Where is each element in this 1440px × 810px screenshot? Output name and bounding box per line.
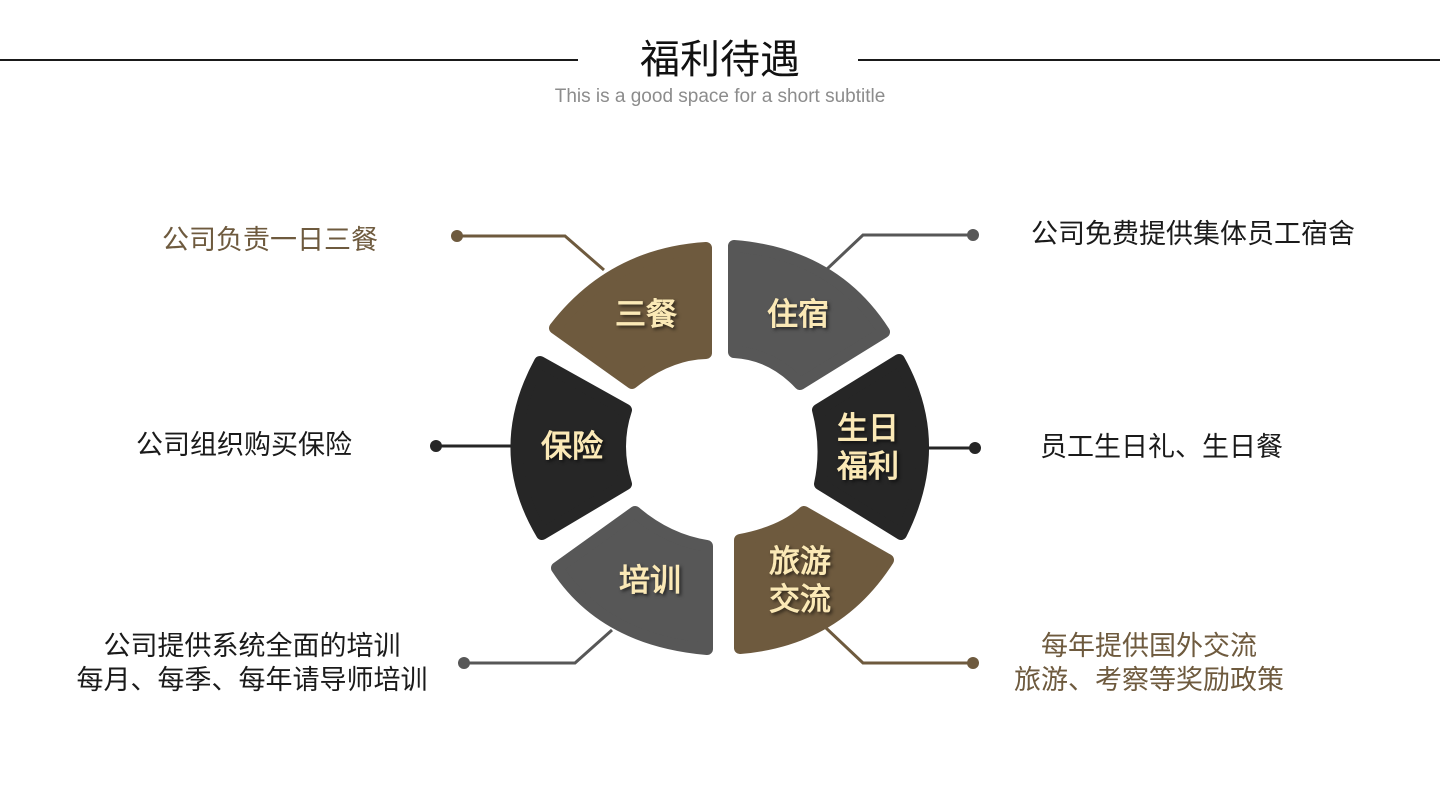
description-training-line2: 每月、每季、每年请导师培训 — [76, 665, 428, 696]
segment-label-birthday-line1: 生日 — [837, 411, 899, 447]
page-title: 福利待遇 — [640, 37, 800, 83]
header-rule-left — [0, 59, 578, 61]
connector-meals — [457, 234, 605, 272]
segment-housing — [728, 240, 890, 390]
segment-label-birthday-line2: 福利 — [837, 449, 899, 485]
segment-travel — [734, 506, 894, 654]
connector-training — [464, 628, 613, 665]
segment-label-housing: 住宿 — [767, 297, 829, 333]
connector-housing — [824, 233, 973, 272]
page-subtitle: This is a good space for a short subtitl… — [554, 86, 886, 107]
description-insurance: 公司组织购买保险 — [136, 430, 352, 461]
description-training-line1: 公司提供系统全面的培训 — [103, 631, 401, 662]
dot-insurance — [430, 440, 442, 452]
segment-label-travel: 旅游 交流 — [750, 543, 850, 619]
segment-label-insurance: 保险 — [541, 429, 603, 465]
segment-label-travel-line2: 交流 — [769, 582, 831, 618]
description-travel-line1: 每年提供国外交流 — [1041, 631, 1257, 662]
segment-label-meals: 三餐 — [615, 297, 677, 333]
dot-training — [458, 657, 470, 669]
description-birthday: 员工生日礼、生日餐 — [1040, 432, 1283, 463]
description-housing: 公司免费提供集体员工宿舍 — [1031, 219, 1355, 250]
dot-travel — [967, 657, 979, 669]
description-travel: 每年提供国外交流 旅游、考察等奖励政策 — [1000, 630, 1298, 698]
segment-meals — [549, 242, 712, 389]
segment-label-training: 培训 — [619, 563, 681, 599]
dot-housing — [967, 229, 979, 241]
segment-label-travel-line1: 旅游 — [769, 544, 831, 580]
dot-meals — [451, 230, 463, 242]
description-meals: 公司负责一日三餐 — [162, 225, 378, 256]
segment-insurance — [510, 356, 632, 540]
dot-birthday — [969, 442, 981, 454]
segment-training — [551, 506, 713, 655]
segment-label-birthday: 生日 福利 — [820, 410, 916, 486]
connector-travel — [824, 626, 973, 665]
description-travel-line2: 旅游、考察等奖励政策 — [1014, 665, 1284, 696]
segment-birthday — [812, 354, 929, 540]
description-training: 公司提供系统全面的培训 每月、每季、每年请导师培训 — [66, 630, 438, 698]
header-rule-right — [858, 59, 1440, 61]
